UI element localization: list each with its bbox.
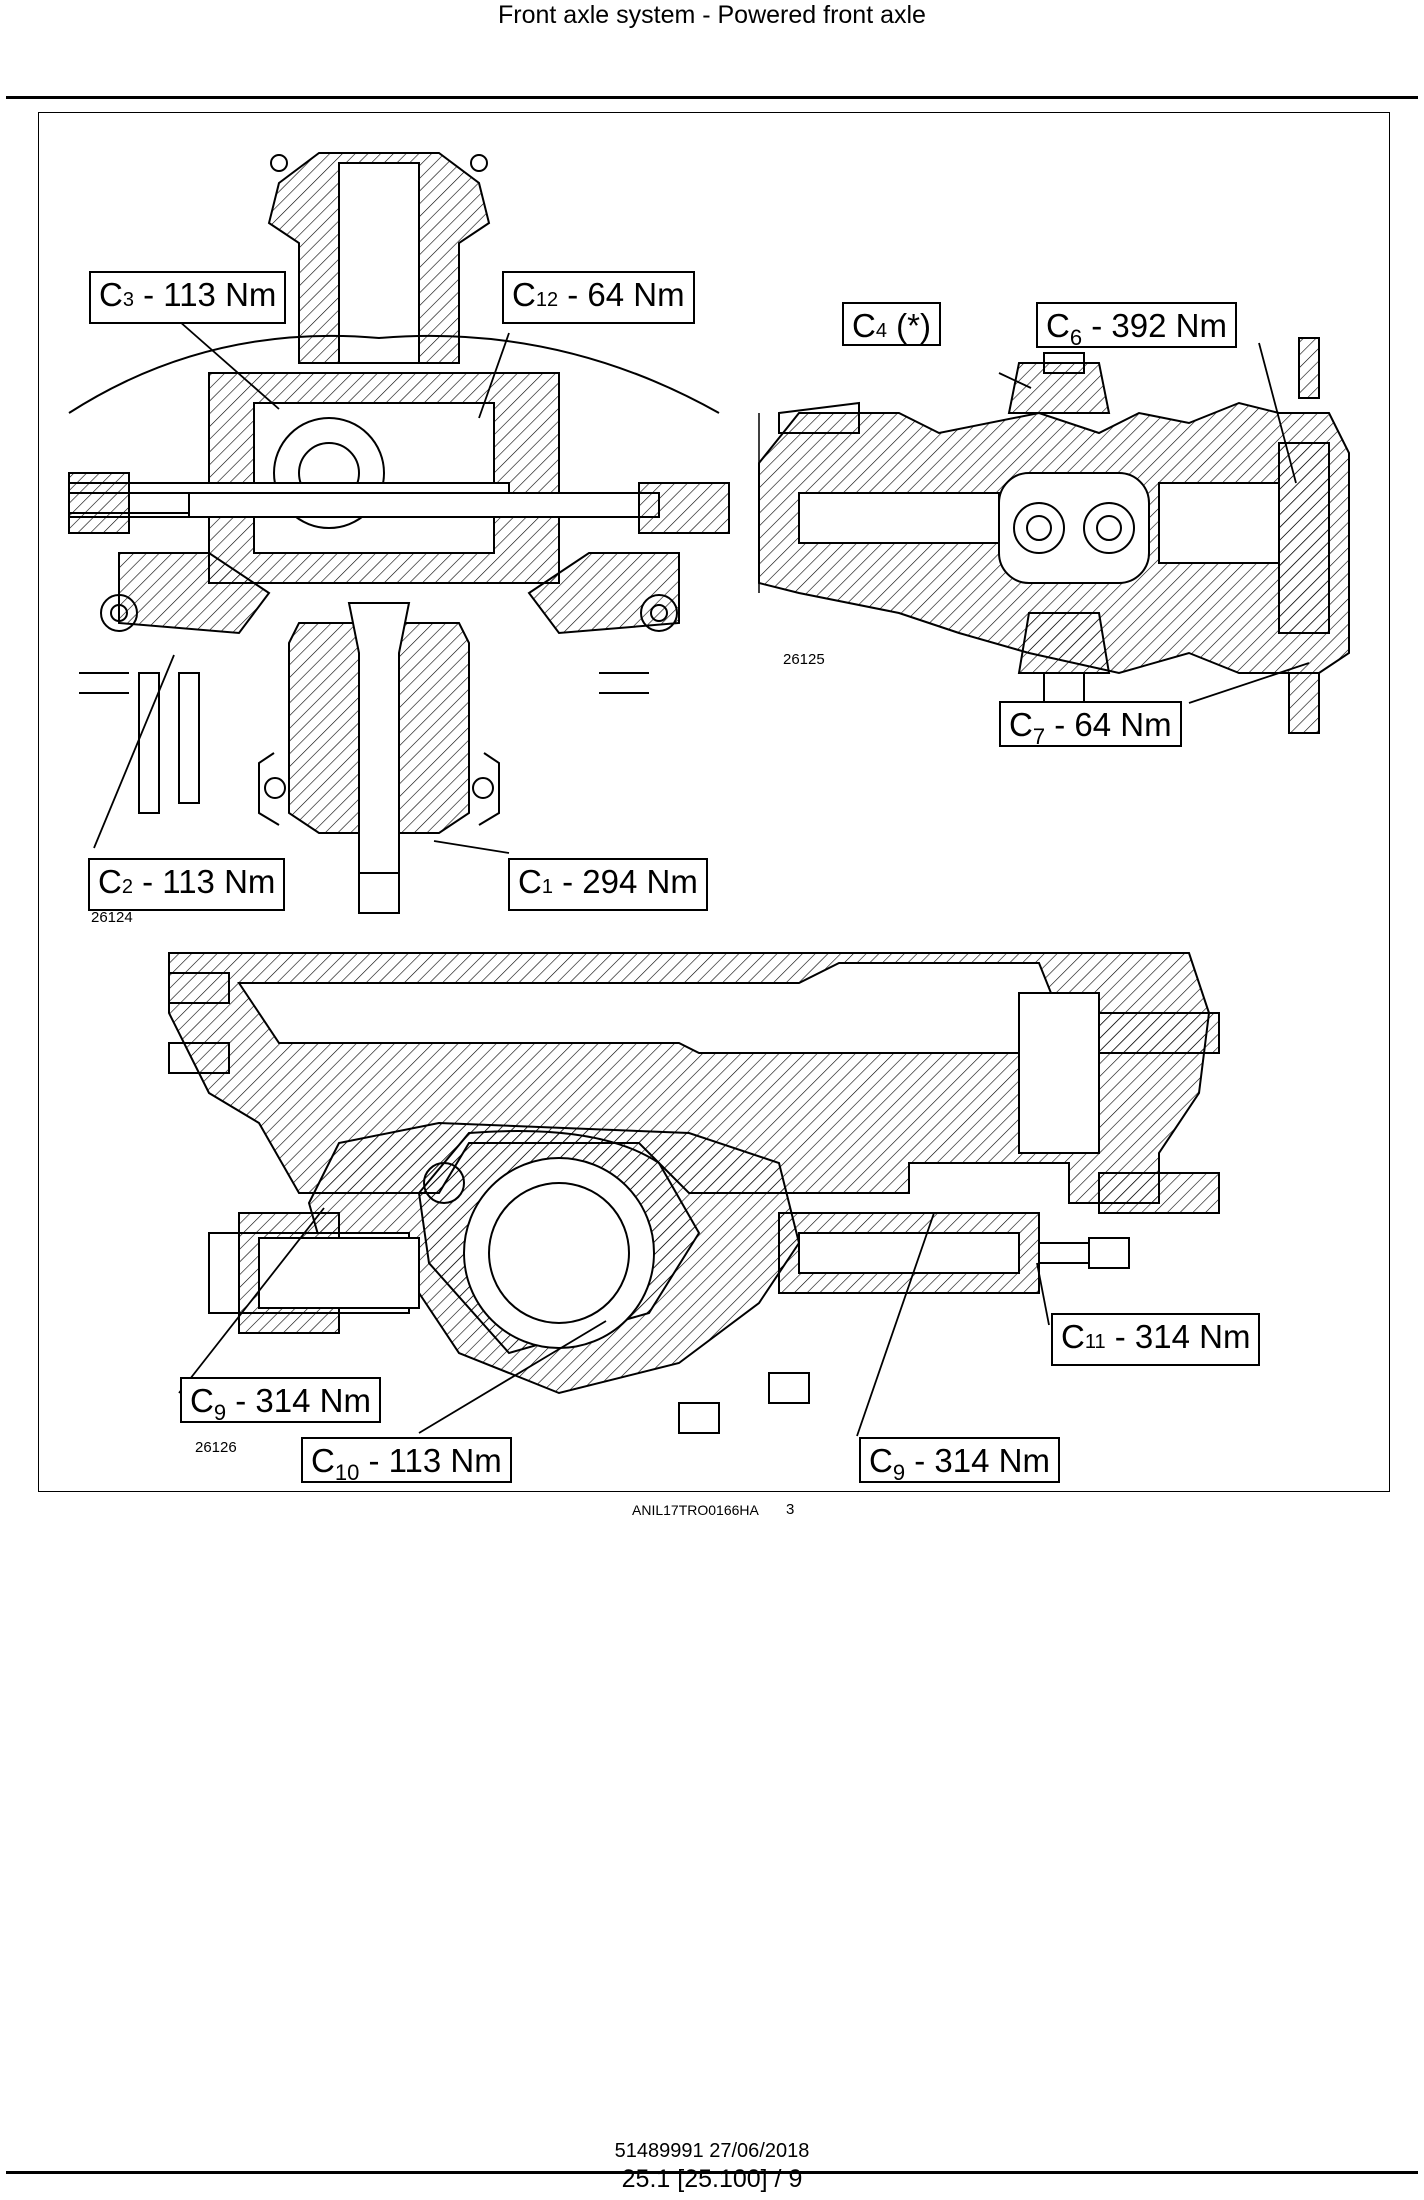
figure-reference: ANIL17TRO0166HA: [632, 1502, 759, 1518]
callout-c11: C11 - 314 Nm: [1051, 1313, 1261, 1366]
page-title: Front axle system - Powered front axle: [498, 1, 926, 29]
view-id-upper-right: 26125: [783, 651, 825, 668]
callout-c10: C10 - 113 Nm: [301, 1437, 512, 1485]
callout-c7: C7 - 64 Nm: [999, 701, 1182, 749]
footer-doc-id: 51489991 27/06/2018: [614, 2140, 810, 2162]
view-id-upper-left: 26124: [91, 909, 133, 926]
footer-page: 25.1 [25.100] / 9: [621, 2165, 803, 2193]
figure-number: 3: [786, 1501, 795, 1518]
callout-c2: C2 - 113 Nm: [88, 858, 286, 911]
footer-divider: [6, 2171, 1418, 2174]
hub-view: [758, 337, 1350, 734]
differential-view: [68, 152, 730, 914]
view-id-lower: 26126: [195, 1439, 237, 1456]
callout-c12: C12 - 64 Nm: [502, 271, 695, 324]
callout-c9-right: C9 - 314 Nm: [859, 1437, 1060, 1485]
callout-c3: C3 - 113 Nm: [89, 271, 287, 324]
callout-c9-left: C9 - 314 Nm: [180, 1377, 381, 1425]
leader-lines: [93, 320, 1310, 1437]
housing-view: [168, 952, 1220, 1434]
header-divider: [6, 96, 1418, 99]
figure-frame: C3 - 113 Nm C12 - 64 Nm C4 (*) C6 - 392 …: [38, 112, 1390, 1492]
callout-c4: C4 (*): [842, 302, 941, 346]
technical-drawing: [68, 152, 1350, 1437]
callout-c1: C1 - 294 Nm: [508, 858, 708, 911]
callout-c6: C6 - 392 Nm: [1036, 302, 1237, 350]
